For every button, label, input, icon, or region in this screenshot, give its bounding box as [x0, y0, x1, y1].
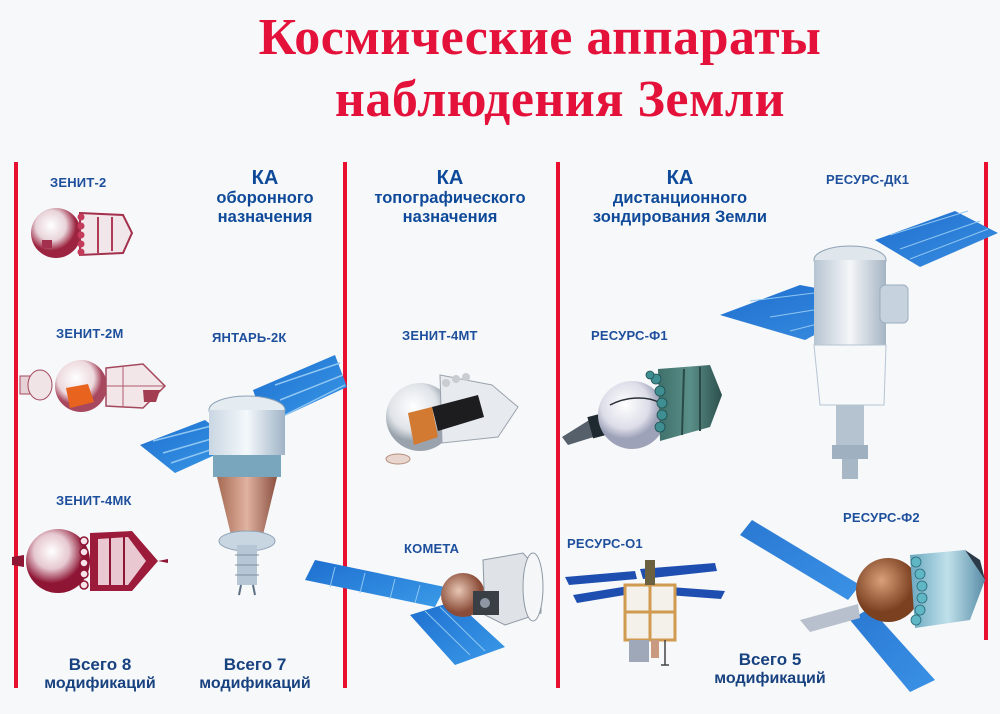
zenit-2-illustration	[31, 208, 134, 258]
total-zenit: Всего 8 модификаций	[30, 655, 170, 693]
section-heading-topographic: КА топографического назначения	[350, 167, 550, 227]
heading-line-2: назначения	[217, 208, 313, 226]
heading-line-2: зондирования Земли	[592, 208, 768, 226]
label-zenit-4mt: ЗЕНИТ-4МТ	[402, 328, 478, 343]
resurs-dk1-illustration	[720, 210, 998, 479]
label-resurs-f1: РЕСУРС-Ф1	[591, 328, 668, 343]
heading-line-1: оборонного	[216, 189, 314, 207]
heading-ka: КА	[666, 167, 694, 189]
label-resurs-o1: РЕСУРС-О1	[567, 536, 643, 551]
total-yantar: Всего 7 модификаций	[185, 655, 325, 693]
heading-line-1: дистанционного	[612, 189, 748, 207]
resurs-f1-illustration	[562, 365, 722, 449]
zenit-2m-illustration	[19, 360, 167, 412]
yantar-2k-illustration	[140, 355, 347, 596]
total-count: Всего 8	[68, 655, 132, 674]
section-heading-remote-sensing: КА дистанционного зондирования Земли	[565, 167, 795, 227]
kometa-illustration	[305, 552, 544, 665]
zenit-4mk-illustration	[12, 529, 168, 593]
total-unit: модификаций	[199, 675, 311, 692]
total-resurs: Всего 5 модификаций	[700, 650, 840, 688]
poster-title-line-1: Космические аппараты	[258, 9, 822, 66]
section-heading-defense: КА оборонного назначения	[190, 167, 340, 227]
label-zenit-4mk: ЗЕНИТ-4МК	[56, 493, 132, 508]
zenit-4mt-illustration	[385, 373, 519, 465]
resurs-o1-illustration	[565, 560, 725, 666]
label-kometa: КОМЕТА	[404, 541, 460, 556]
divider-topo-remote	[556, 162, 560, 688]
total-count: Всего 5	[738, 650, 802, 669]
divider-left	[14, 162, 18, 688]
total-unit: модификаций	[44, 675, 156, 692]
total-unit: модификаций	[714, 670, 826, 687]
heading-ka: КА	[436, 167, 464, 189]
total-count: Всего 7	[223, 655, 287, 674]
poster-title-line-2: наблюдения Земли	[334, 71, 786, 128]
divider-right	[984, 162, 988, 640]
resurs-f2-illustration	[740, 520, 985, 692]
heading-line-1: топографического	[374, 189, 526, 207]
heading-line-2: назначения	[402, 208, 498, 226]
divider-defense-topo	[343, 162, 347, 688]
heading-ka: КА	[251, 167, 279, 189]
label-resurs-f2: РЕСУРС-Ф2	[843, 510, 920, 525]
label-zenit-2m: ЗЕНИТ-2М	[56, 326, 124, 341]
label-zenit-2: ЗЕНИТ-2	[50, 175, 107, 190]
label-yantar-2k: ЯНТАРЬ-2К	[212, 330, 287, 345]
label-resurs-dk1: РЕСУРС-ДК1	[826, 172, 910, 187]
